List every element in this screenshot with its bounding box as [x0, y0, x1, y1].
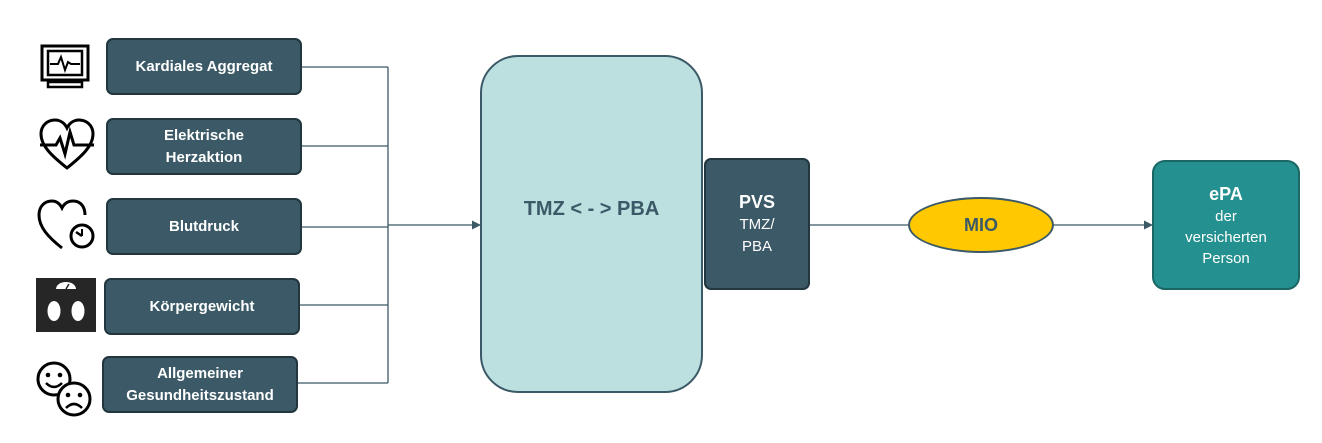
scale-icon [36, 278, 96, 337]
input-box-blutdruck: Blutdruck [106, 198, 302, 255]
pvs-line-2: PBA [741, 238, 772, 255]
input-label: Elektrische Herzaktion [163, 126, 245, 166]
monitor-icon [40, 44, 90, 97]
input-box-elektrische-herzaktion: Elektrische Herzaktion [106, 118, 302, 175]
epa-line-1: der [1215, 207, 1237, 225]
pvs-box: PVS TMZ/ PBA [704, 158, 810, 290]
epa-box: ePA der versicherten Person [1152, 160, 1300, 290]
smiley-icon [34, 360, 94, 423]
heart-ecg-icon [38, 118, 96, 177]
tmz-pba-label: TMZ < - > PBA [523, 197, 660, 220]
tmz-pba-box: TMZ < - > PBA [480, 55, 703, 393]
heart-gauge-icon [36, 196, 96, 257]
pvs-line-1: TMZ/ [739, 216, 775, 233]
epa-title: ePA [1209, 183, 1243, 204]
input-label: Körpergewicht [149, 297, 255, 315]
input-label: Blutdruck [168, 217, 239, 235]
epa-line-2: versicherten [1185, 228, 1267, 246]
pvs-title: PVS [738, 192, 776, 212]
input-label: Kardiales Aggregat [135, 57, 273, 75]
epa-line-3: Person [1202, 249, 1250, 267]
input-box-koerpergewicht: Körpergewicht [104, 278, 300, 335]
input-box-kardiales-aggregat: Kardiales Aggregat [106, 38, 302, 95]
mio-label: MIO [964, 214, 998, 235]
input-box-allgemeiner-gesundheitszustand: Allgemeiner Gesundheitszustand [102, 356, 298, 413]
mio-ellipse: MIO [908, 197, 1054, 253]
input-label: Allgemeiner Gesundheitszustand [126, 364, 274, 404]
